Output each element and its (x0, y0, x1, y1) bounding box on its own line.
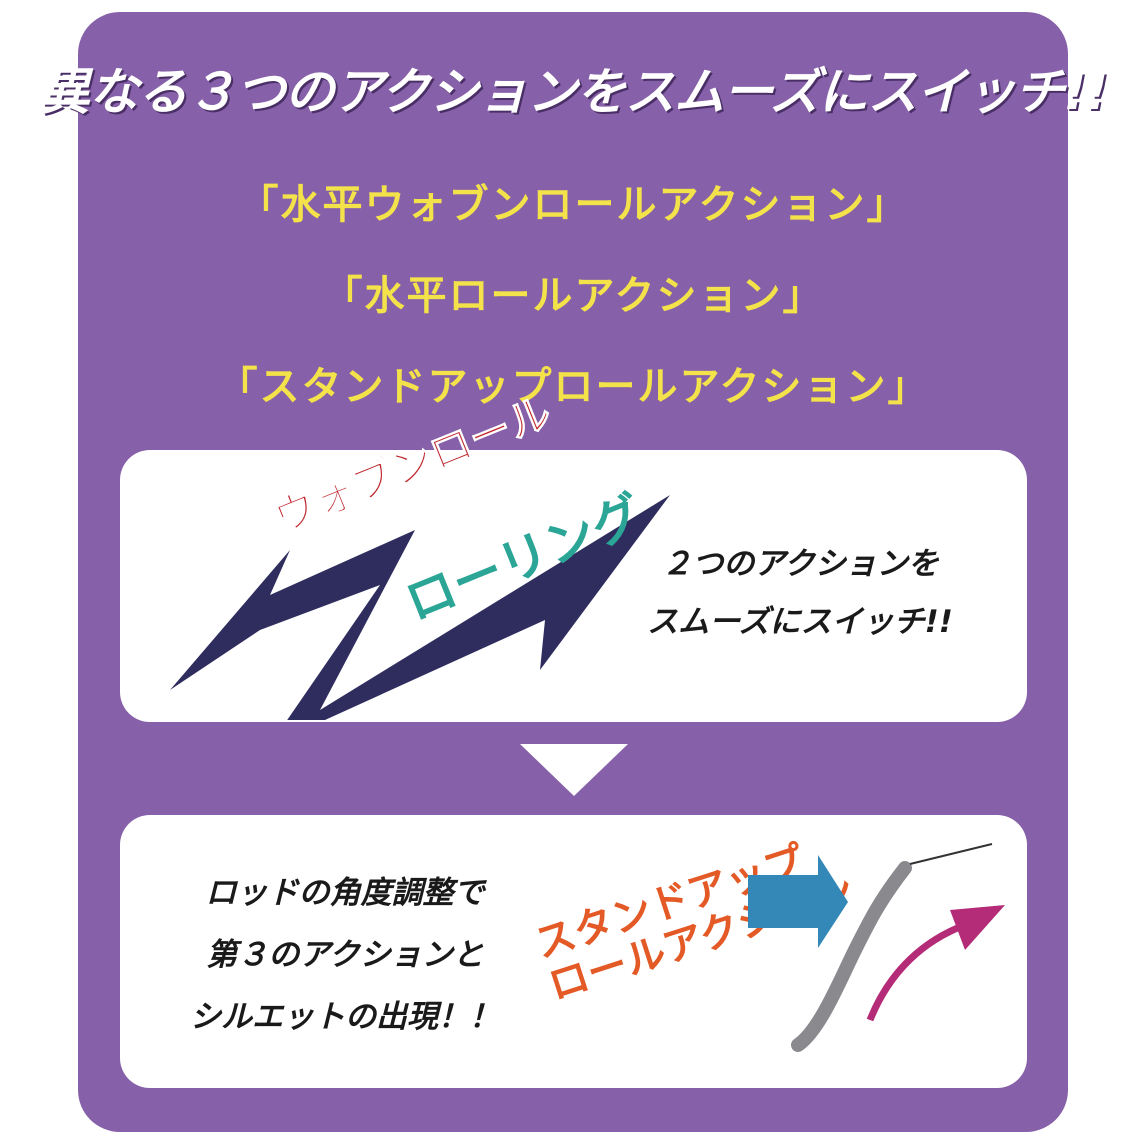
right-arrow-icon (748, 855, 848, 948)
action-3: 「スタンドアップロールアクション」 (217, 363, 930, 410)
lightning-z-graphic (170, 495, 670, 720)
caption-line: ２つのアクションを (661, 546, 939, 582)
caption-line: ロッドの角度調整で (205, 875, 485, 911)
rod-action-illustration (748, 843, 1005, 1052)
action-2: 「水平ロールアクション」 (322, 272, 825, 319)
caption-line: シルエットの出現！！ (190, 999, 500, 1035)
caption-line: スムーズにスイッチ!! (647, 604, 953, 640)
panel2-caption: ロッドの角度調整で 第３のアクションと シルエットの出現！！ (165, 862, 525, 1048)
lure-silhouette (791, 861, 912, 1052)
caption-line: 第３のアクションと (206, 937, 484, 973)
action-1: 「水平ウォブンロールアクション」 (238, 181, 909, 228)
curved-arrow-icon (866, 921, 967, 1022)
headline: 異なる３つのアクションをスムーズにスイッチ!! (39, 63, 1109, 121)
panel-standup-roll (120, 815, 1027, 1088)
fishing-line (909, 843, 993, 865)
curved-arrow-head (950, 905, 1005, 950)
down-arrow (520, 744, 628, 796)
panel1-caption: ２つのアクションを スムーズにスイッチ!! (640, 535, 960, 651)
lightning-shape (170, 495, 670, 720)
